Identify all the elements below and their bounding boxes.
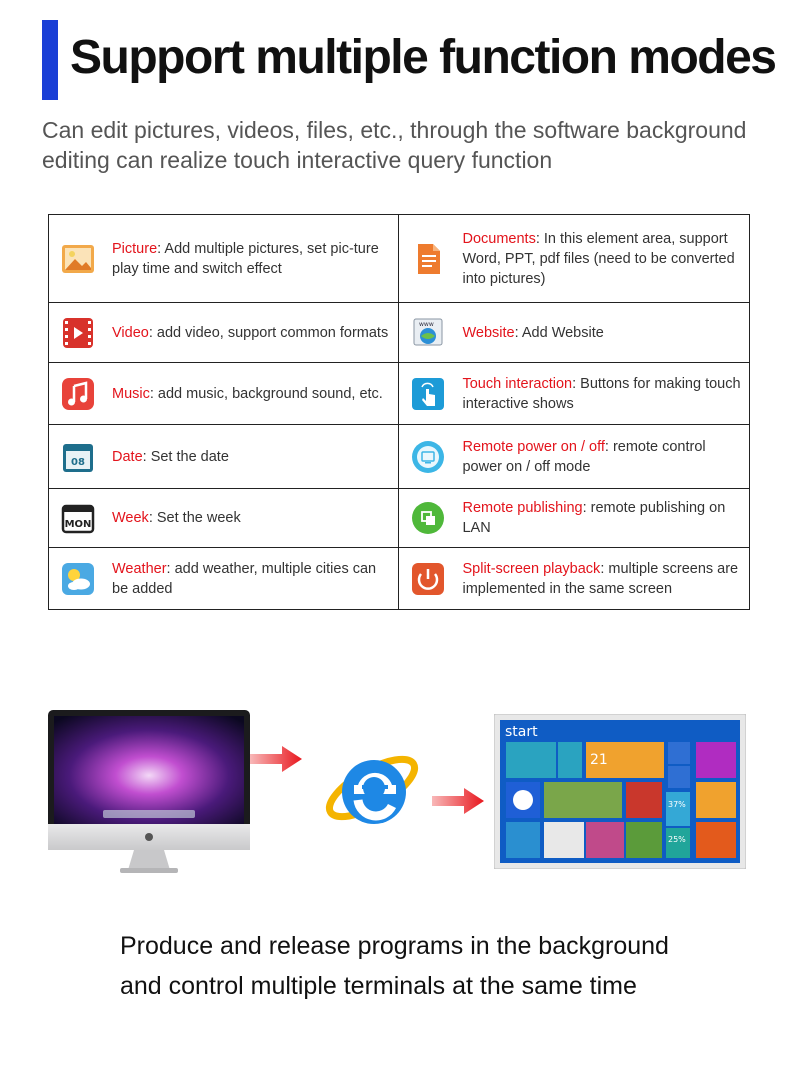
website-icon: www bbox=[411, 316, 445, 350]
arrow-right-icon bbox=[250, 744, 304, 779]
feature-table: Picture: Add multiple pictures, set pic-… bbox=[47, 214, 750, 610]
weather-icon bbox=[61, 562, 95, 596]
feature-key: Website bbox=[462, 324, 515, 341]
footer-line-1: Produce and release programs in the back… bbox=[120, 932, 669, 960]
video-icon bbox=[61, 316, 95, 350]
split-screen-icon bbox=[411, 562, 445, 596]
feature-cell-touch: Touch interaction: Buttons for making to… bbox=[398, 362, 750, 425]
feature-desc: : add music, background sound, etc. bbox=[149, 385, 383, 402]
tablet-date-tile: 21 bbox=[590, 752, 608, 768]
feature-desc: : Set the date bbox=[142, 448, 229, 465]
page-title: Support multiple function modes bbox=[70, 31, 777, 84]
feature-desc: : Set the week bbox=[148, 510, 241, 526]
feature-desc: : remote publishing on LAN bbox=[462, 500, 726, 536]
week-icon: MON bbox=[61, 501, 95, 535]
feature-key: Video bbox=[112, 324, 149, 341]
feature-cell-video: Video: add video, support common formats bbox=[47, 302, 400, 363]
feature-key: Picture bbox=[112, 240, 158, 257]
touchscreen-display-image: start 21 37% 25% bbox=[493, 713, 747, 870]
arrow-right-icon bbox=[432, 786, 486, 821]
svg-text:www: www bbox=[419, 321, 434, 328]
feature-desc: : Buttons for making touch interactive s… bbox=[462, 375, 741, 412]
feature-cell-date: 08 Date: Set the date bbox=[47, 424, 400, 489]
feature-desc: : remote control power on / off mode bbox=[462, 438, 706, 475]
feature-desc: : multiple screens are implemented in th… bbox=[462, 560, 739, 597]
feature-cell-publish: Remote publishing: remote publishing on … bbox=[398, 488, 750, 548]
week-badge: MON bbox=[65, 519, 92, 530]
title-accent-bar bbox=[42, 20, 58, 100]
music-icon bbox=[61, 377, 95, 411]
picture-icon bbox=[61, 242, 95, 276]
feature-cell-remote-power: Remote power on / off: remote control po… bbox=[398, 424, 750, 489]
feature-key: Documents bbox=[462, 230, 536, 247]
remote-power-icon bbox=[411, 440, 445, 474]
feature-key: Weather bbox=[112, 560, 167, 577]
feature-cell-picture: Picture: Add multiple pictures, set pic-… bbox=[47, 214, 400, 303]
calendar-icon: 08 bbox=[61, 440, 95, 474]
feature-desc: : add video, support common formats bbox=[148, 324, 389, 341]
footer-caption: Produce and release programs in the back… bbox=[120, 926, 760, 1006]
calendar-badge: 08 bbox=[71, 457, 85, 468]
tablet-pct1-tile: 37% bbox=[668, 800, 686, 809]
feature-key: Remote power on / off bbox=[462, 438, 605, 455]
feature-cell-website: www Website: Add Website bbox=[398, 302, 750, 363]
desktop-monitor-image bbox=[48, 710, 250, 875]
feature-cell-documents: Documents: In this element area, support… bbox=[398, 214, 750, 303]
feature-cell-weather: Weather: add weather, multiple cities ca… bbox=[47, 547, 400, 610]
page-subtitle: Can edit pictures, videos, files, etc., … bbox=[42, 117, 747, 173]
touch-icon bbox=[411, 377, 445, 411]
internet-explorer-icon bbox=[322, 738, 422, 838]
feature-key: Split-screen playback bbox=[462, 560, 601, 577]
publish-icon bbox=[411, 501, 445, 535]
feature-desc: : Add multiple pictures, set pic-ture pl… bbox=[112, 240, 379, 277]
feature-desc: : add weather, multiple cities can be ad… bbox=[112, 560, 377, 597]
tablet-start-label: start bbox=[505, 724, 538, 740]
feature-cell-music: Music: add music, background sound, etc. bbox=[47, 362, 400, 425]
feature-key: Remote publishing bbox=[462, 500, 583, 516]
feature-cell-week: MON Week: Set the week bbox=[47, 488, 400, 548]
feature-key: Date bbox=[112, 448, 143, 465]
feature-cell-split-screen: Split-screen playback: multiple screens … bbox=[398, 547, 750, 610]
documents-icon bbox=[411, 242, 445, 276]
feature-key: Week bbox=[112, 510, 149, 526]
feature-key: Touch interaction bbox=[462, 375, 573, 392]
footer-line-2: and control multiple terminals at the sa… bbox=[120, 972, 637, 1000]
tablet-pct2-tile: 25% bbox=[668, 835, 686, 844]
feature-desc: : In this element area, support Word, PP… bbox=[462, 230, 735, 287]
feature-key: Music bbox=[112, 385, 150, 402]
feature-desc: : Add Website bbox=[514, 324, 604, 341]
